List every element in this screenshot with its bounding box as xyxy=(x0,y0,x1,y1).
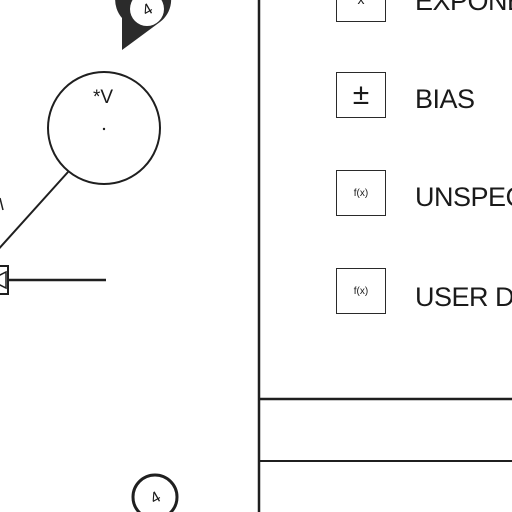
bottom-badge: 4 xyxy=(131,473,179,512)
connector-line xyxy=(0,171,69,250)
node-label: *V xyxy=(93,87,114,108)
legend-unspecified-icon: f(x) xyxy=(336,170,386,216)
legend-panel-frame xyxy=(257,0,512,512)
legend-user-defined-icon: f(x) xyxy=(336,268,386,314)
legend-exponent-icon: x xyxy=(336,0,386,22)
legend-bias-icon: ± xyxy=(336,72,386,118)
input-arrow xyxy=(0,265,106,295)
legend-user-defined-label: USER D xyxy=(415,282,512,312)
legend-exponent-label: EXPONE xyxy=(415,0,512,16)
top-badge: 4 xyxy=(115,0,172,50)
left-edge-stroke xyxy=(0,197,4,211)
legend-unspecified-label: UNSPEC xyxy=(415,182,512,212)
legend-bias-label: BIAS xyxy=(415,84,475,114)
node-center-dot xyxy=(102,127,106,131)
